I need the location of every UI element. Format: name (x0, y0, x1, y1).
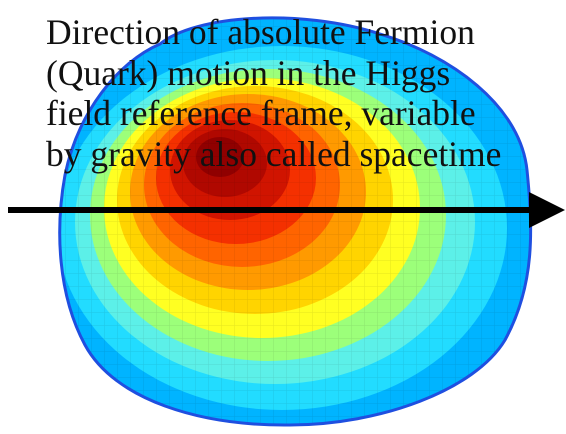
caption-line-4: by gravity also called spacetime (46, 133, 502, 174)
caption-line-1: Direction of absolute Fermion (46, 12, 475, 52)
caption-line-2: (Quark) motion in the Higgs (46, 52, 451, 93)
caption-line-3: field reference frame, variable (46, 93, 476, 133)
caption-text: Direction of absolute Fermion (Quark) mo… (46, 12, 561, 174)
